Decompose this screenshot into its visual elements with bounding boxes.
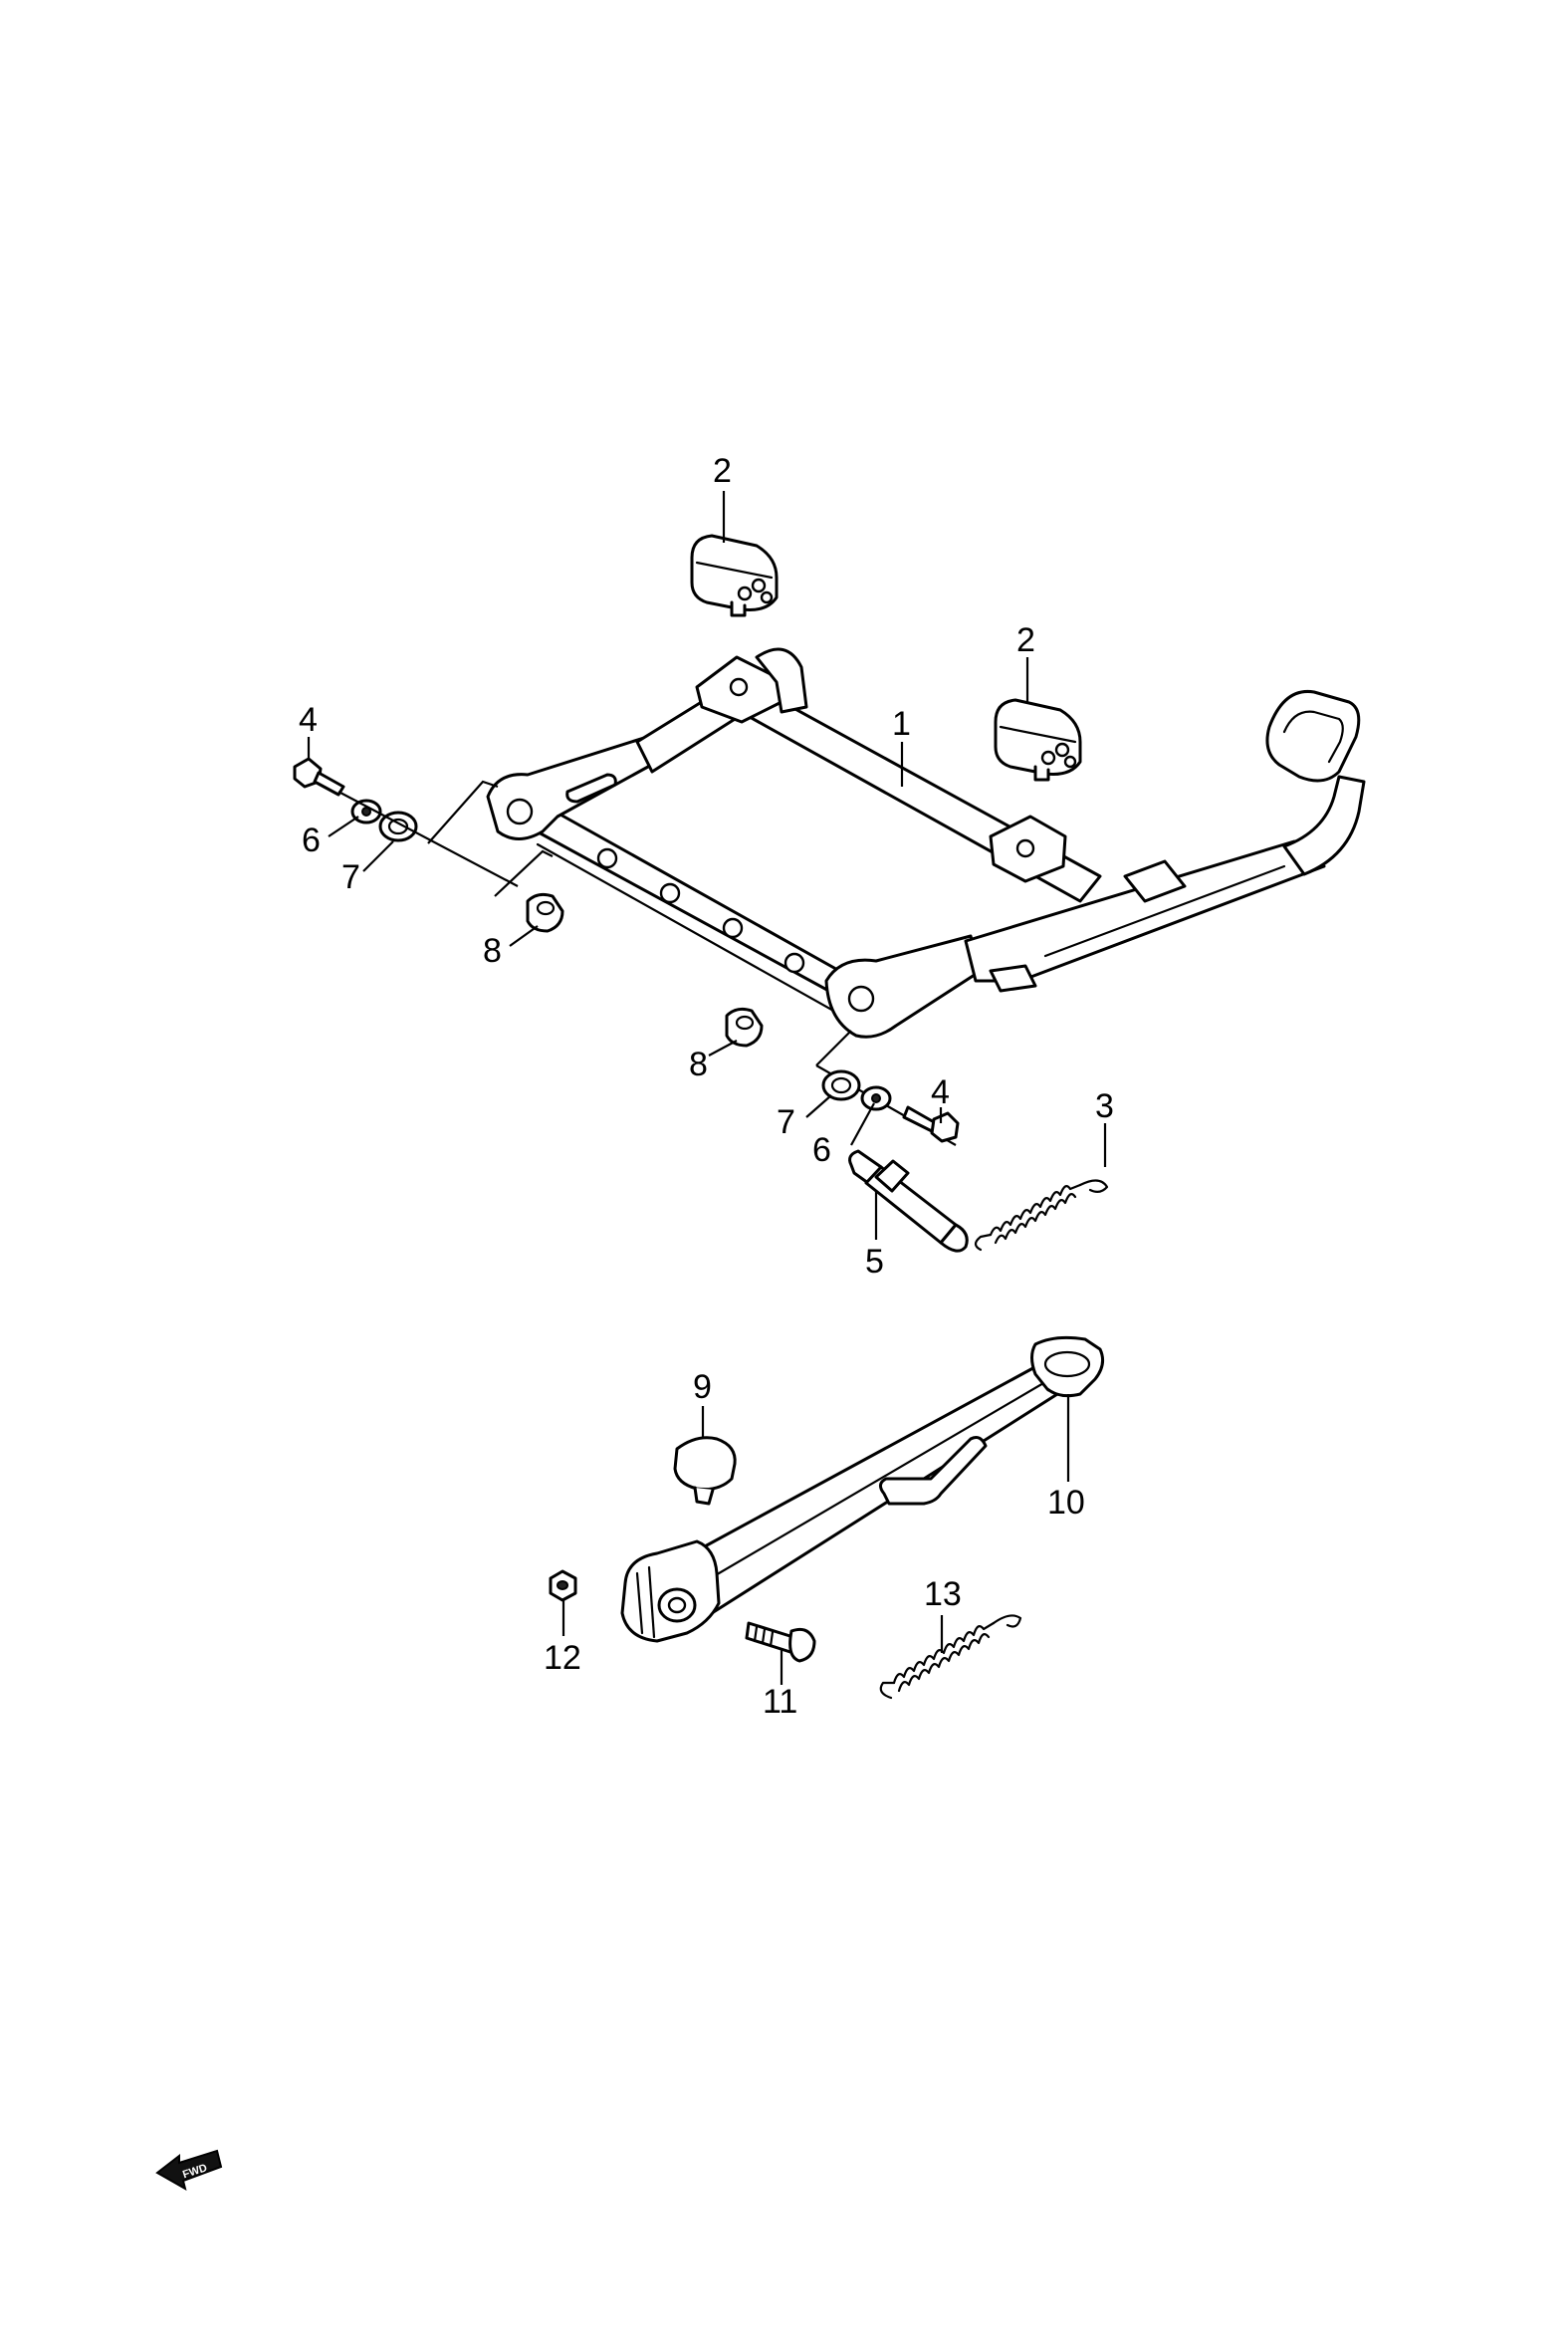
callout-5: 5: [865, 1243, 884, 1281]
callout-2-right: 2: [1016, 621, 1035, 659]
callout-7-right: 7: [777, 1103, 795, 1141]
callout-7-left: 7: [341, 858, 360, 896]
rubber-block-upper: [690, 534, 779, 617]
leader-lines: [307, 491, 1107, 1685]
callout-10: 10: [1047, 1484, 1085, 1522]
callout-4-left: 4: [299, 701, 318, 739]
rubber-block-right: [994, 698, 1082, 782]
callout-1: 1: [892, 705, 911, 743]
callouts: 1 2 2 3 4 4 5 6 6 7 7 8 8 9 10 11 12 13: [299, 452, 1114, 1721]
callout-8-left: 8: [483, 932, 502, 970]
washer-6-right: [860, 1085, 892, 1111]
stopper-rubber-9: [673, 1436, 737, 1506]
callout-11: 11: [763, 1683, 797, 1721]
spring-3: [974, 1179, 1109, 1252]
fwd-arrow-icon: FWD: [155, 2149, 223, 2192]
spring-13: [879, 1614, 1022, 1700]
callout-13: 13: [924, 1575, 962, 1613]
bolt-11: [745, 1621, 816, 1663]
bolt-left: [293, 757, 345, 797]
callout-6-left: 6: [302, 822, 321, 859]
callout-4-right: 4: [931, 1073, 950, 1111]
bolt-right: [902, 1105, 960, 1143]
collar-8-right: [725, 1007, 764, 1048]
callout-8-right: 8: [689, 1046, 708, 1083]
nut-12: [549, 1569, 577, 1602]
side-stand-10: [620, 1335, 1105, 1643]
collar-8-left: [526, 892, 564, 933]
callout-12: 12: [544, 1639, 581, 1677]
callout-9: 9: [693, 1368, 712, 1406]
callout-6-right: 6: [812, 1131, 831, 1169]
pivot-shaft-5: [848, 1149, 969, 1253]
callout-2-upper: 2: [713, 452, 732, 490]
washer-7-right: [821, 1069, 861, 1101]
center-stand-frame: [486, 647, 1366, 1039]
callout-3: 3: [1095, 1087, 1114, 1125]
